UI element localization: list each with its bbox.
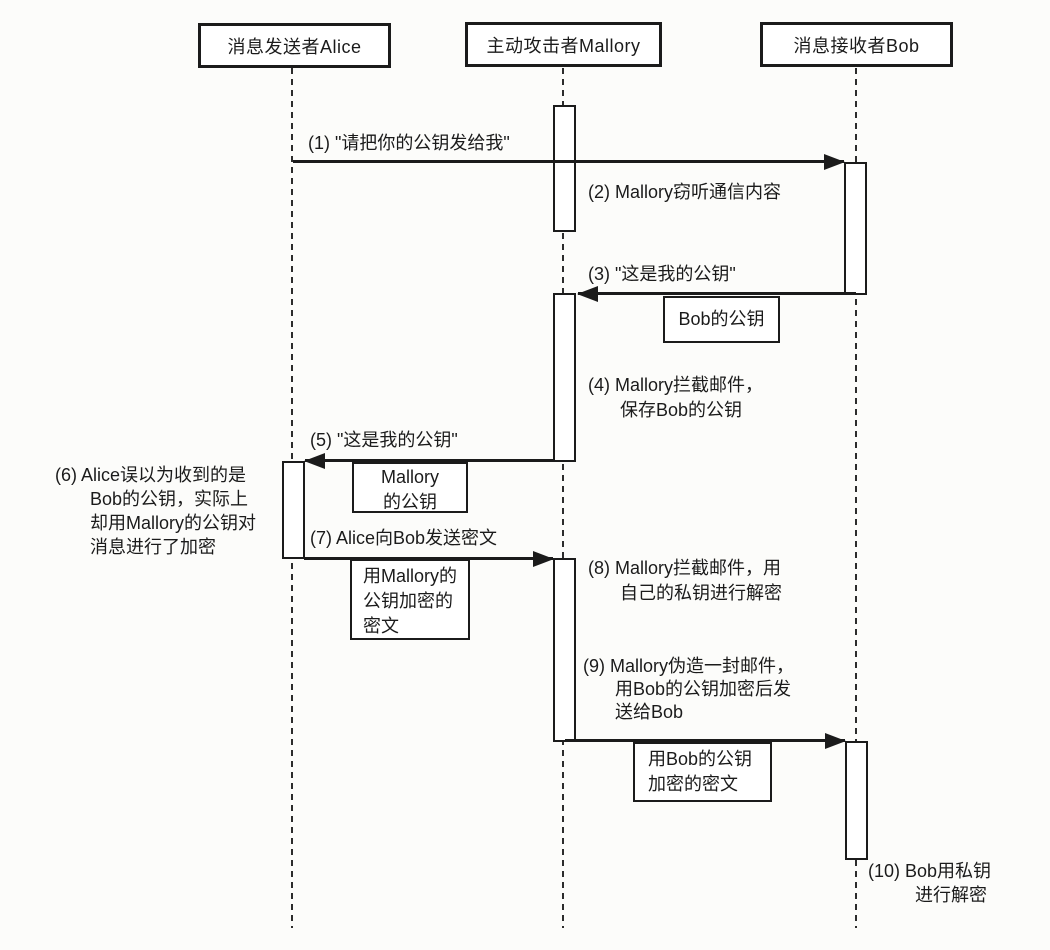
message-arrow-5-mallory-to-alice (304, 452, 553, 469)
message-arrow-1-alice-to-bob (293, 153, 845, 170)
annotation-line: 用Bob的公钥加密后发 (615, 679, 792, 699)
annotation-step-6: (6) Alice误以为收到的是 Bob的公钥，实际上 却用Mallory的公钥… (55, 463, 256, 559)
activation-bob-1 (844, 162, 867, 295)
arrowhead-left-icon (577, 285, 598, 302)
annotation-line: (8) Mallory拦截邮件，用 (588, 558, 782, 578)
arrowhead-right-icon (825, 732, 846, 749)
activation-alice-1 (282, 461, 305, 559)
message-arrow-3-bob-to-mallory (577, 285, 856, 302)
actor-box-bob: 消息接收者Bob (760, 22, 953, 67)
note-text: 加密的密文 (648, 774, 738, 794)
annotation-line: 却用Mallory的公钥对 (90, 513, 257, 533)
note-text: 密文 (363, 616, 399, 636)
annotation-line: Bob的公钥，实际上 (90, 489, 249, 509)
annotation-step-9: (9) Mallory伪造一封邮件， 用Bob的公钥加密后发 送给Bob (583, 655, 794, 724)
actor-box-alice: 消息发送者Alice (198, 23, 391, 68)
arrowhead-right-icon (824, 153, 845, 170)
annotation-step-3: (3) "这是我的公钥" (588, 262, 736, 286)
activation-mallory-3 (553, 558, 576, 742)
annotation-line: (6) Alice误以为收到的是 (55, 465, 247, 485)
lifeline-mallory (562, 68, 564, 928)
annotation-line: (1) "请把你的公钥发给我" (308, 133, 510, 153)
note-text: Mallory (380, 467, 439, 487)
annotation-step-1: (1) "请把你的公钥发给我" (308, 131, 510, 155)
note-text: Bob的公钥 (678, 309, 765, 329)
annotation-line: (2) Mallory窃听通信内容 (588, 182, 782, 202)
annotation-line: (5) "这是我的公钥" (310, 430, 458, 450)
arrowhead-right-icon (533, 550, 554, 567)
annotation-line: 进行解密 (915, 885, 987, 905)
actor-label-bob: 消息接收者Bob (793, 35, 920, 56)
annotation-line: (7) Alice向Bob发送密文 (310, 528, 498, 548)
note-text: 用Mallory的 (363, 566, 458, 586)
annotation-step-5: (5) "这是我的公钥" (310, 428, 458, 452)
activation-mallory-2 (553, 293, 576, 462)
note-box-bob-public-key: Bob的公钥 (663, 296, 780, 343)
arrowhead-left-icon (304, 452, 325, 469)
annotation-line: 自己的私钥进行解密 (620, 583, 782, 603)
message-arrow-7-alice-to-mallory (304, 550, 554, 567)
message-arrow-9-mallory-to-bob (565, 732, 846, 749)
note-text: 用Bob的公钥 (648, 749, 753, 769)
note-box-cipher-with-bob-key: 用Bob的公钥 加密的密文 (633, 742, 772, 802)
actor-box-mallory: 主动攻击者Mallory (465, 22, 662, 67)
actor-label-mallory: 主动攻击者Mallory (486, 35, 641, 56)
annotation-line: 送给Bob (615, 702, 684, 722)
note-box-cipher-with-mallory-key: 用Mallory的 公钥加密的 密文 (350, 559, 470, 640)
annotation-step-10: (10) Bob用私钥 进行解密 (868, 859, 991, 907)
annotation-step-4: (4) Mallory拦截邮件， 保存Bob的公钥 (588, 373, 763, 423)
annotation-line: (3) "这是我的公钥" (588, 264, 736, 284)
actor-label-alice: 消息发送者Alice (227, 36, 362, 57)
annotation-line: 消息进行了加密 (90, 537, 216, 557)
activation-bob-2 (845, 741, 868, 860)
annotation-line: (9) Mallory伪造一封邮件， (583, 656, 795, 676)
note-box-mallory-public-key: Mallory 的公钥 (352, 462, 468, 513)
annotation-step-7: (7) Alice向Bob发送密文 (310, 526, 497, 550)
note-text: 公钥加密的 (363, 591, 453, 611)
annotation-line: (10) Bob用私钥 (868, 861, 992, 881)
annotation-step-2: (2) Mallory窃听通信内容 (588, 180, 781, 204)
note-text: 的公钥 (383, 492, 437, 512)
activation-mallory-1 (553, 105, 576, 232)
lifeline-bob (855, 68, 857, 928)
annotation-line: (4) Mallory拦截邮件， (588, 375, 764, 395)
annotation-line: 保存Bob的公钥 (620, 400, 743, 420)
annotation-step-8: (8) Mallory拦截邮件，用 自己的私钥进行解密 (588, 556, 782, 606)
